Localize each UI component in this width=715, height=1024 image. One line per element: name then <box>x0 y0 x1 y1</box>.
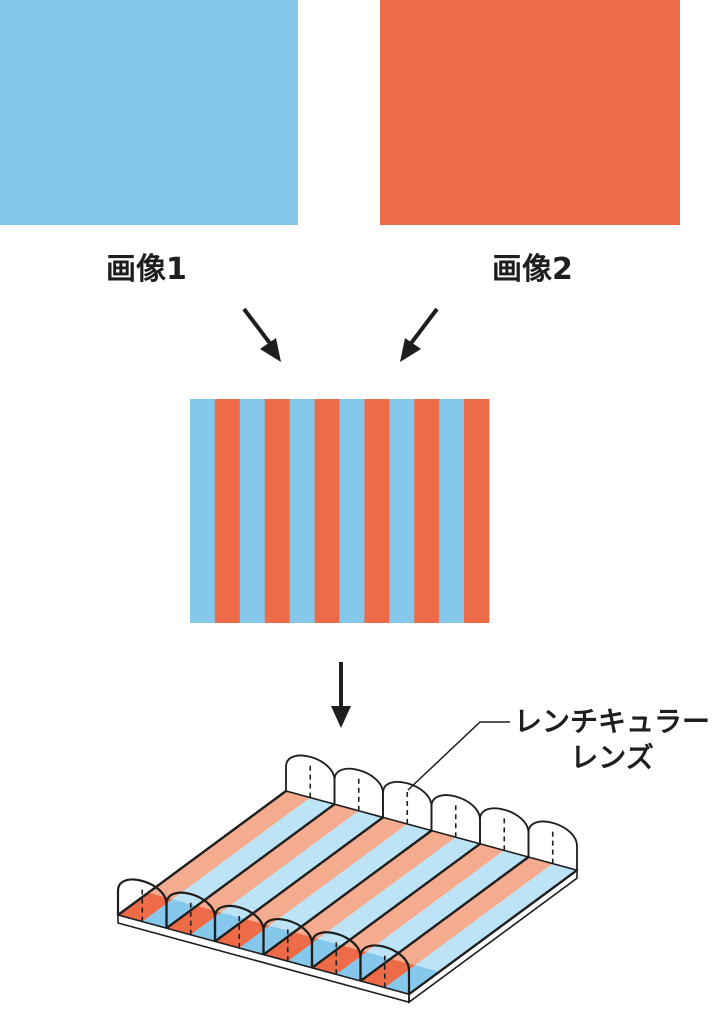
lens-stripe <box>239 824 432 955</box>
interlaced-stripe <box>439 399 465 623</box>
lens-stripe <box>360 857 553 988</box>
lens-stripe <box>384 863 577 995</box>
lens-stripe <box>336 850 529 981</box>
arrow-from-image1 <box>242 307 281 362</box>
interlaced-stripe <box>464 399 490 623</box>
image2-swatch <box>380 0 680 225</box>
lens-stripe-front <box>360 958 415 988</box>
lens-stripe <box>190 810 383 942</box>
lens-stripe-front <box>142 899 197 929</box>
interlaced-stripe <box>264 399 291 623</box>
lens-stripe-front <box>215 919 270 948</box>
interlaced-stripe <box>214 399 241 623</box>
lens-stripe <box>312 843 505 975</box>
lens-stripe-front <box>263 932 318 962</box>
interlaced-stripe <box>314 399 340 623</box>
interlaced-stripe <box>190 399 216 623</box>
lens-ridge <box>262 829 433 956</box>
lens-ridge <box>359 856 530 982</box>
lens-stripe <box>215 817 408 948</box>
lens-stripe-front <box>190 912 246 942</box>
lens-stripe-front <box>336 952 391 981</box>
image1-label: 画像1 <box>106 252 187 287</box>
lens-stripe <box>118 791 311 922</box>
interlaced-stripe <box>289 399 315 623</box>
lens-stripe-front <box>239 925 294 955</box>
lens-stripe-front <box>166 905 221 935</box>
lens-arch-front <box>359 944 411 995</box>
interlaced-stripe <box>364 399 390 623</box>
lens-ridge <box>165 803 336 930</box>
lens-stripe <box>142 797 335 929</box>
arrow-from-image2 <box>400 307 439 362</box>
interlaced-stripe <box>339 399 365 623</box>
lens-sheet-edge <box>408 870 578 1004</box>
interlaced-stripe <box>389 399 415 623</box>
lens-ridge <box>311 842 481 969</box>
lenticular-lens-sheet <box>116 754 579 1004</box>
image1-swatch <box>0 0 298 225</box>
lens-stripe <box>287 837 480 968</box>
interlaced-stripe <box>239 399 266 623</box>
lens-label-line2: レンズ <box>570 741 654 774</box>
lens-label-line1: レンチキュラー <box>514 705 711 738</box>
lens-ridge <box>117 790 287 916</box>
lens-label: レンチキュラー レンズ <box>514 704 710 776</box>
interlaced-stripe <box>414 399 440 623</box>
lens-ridge <box>214 816 384 943</box>
lens-leader-line <box>407 721 510 791</box>
lens-stripe-front <box>287 938 343 968</box>
lens-stripe <box>263 830 456 962</box>
interlaced-image <box>190 399 490 623</box>
lens-stripe <box>166 804 359 935</box>
image2-label: 画像2 <box>492 252 573 287</box>
lens-stripe-front <box>118 892 173 922</box>
lens-arch-back <box>527 820 578 871</box>
lens-stripe-front <box>312 945 367 975</box>
arrow-to-lens <box>331 662 351 728</box>
lens-stripe-front <box>384 965 440 995</box>
lens-ridge <box>408 869 578 996</box>
